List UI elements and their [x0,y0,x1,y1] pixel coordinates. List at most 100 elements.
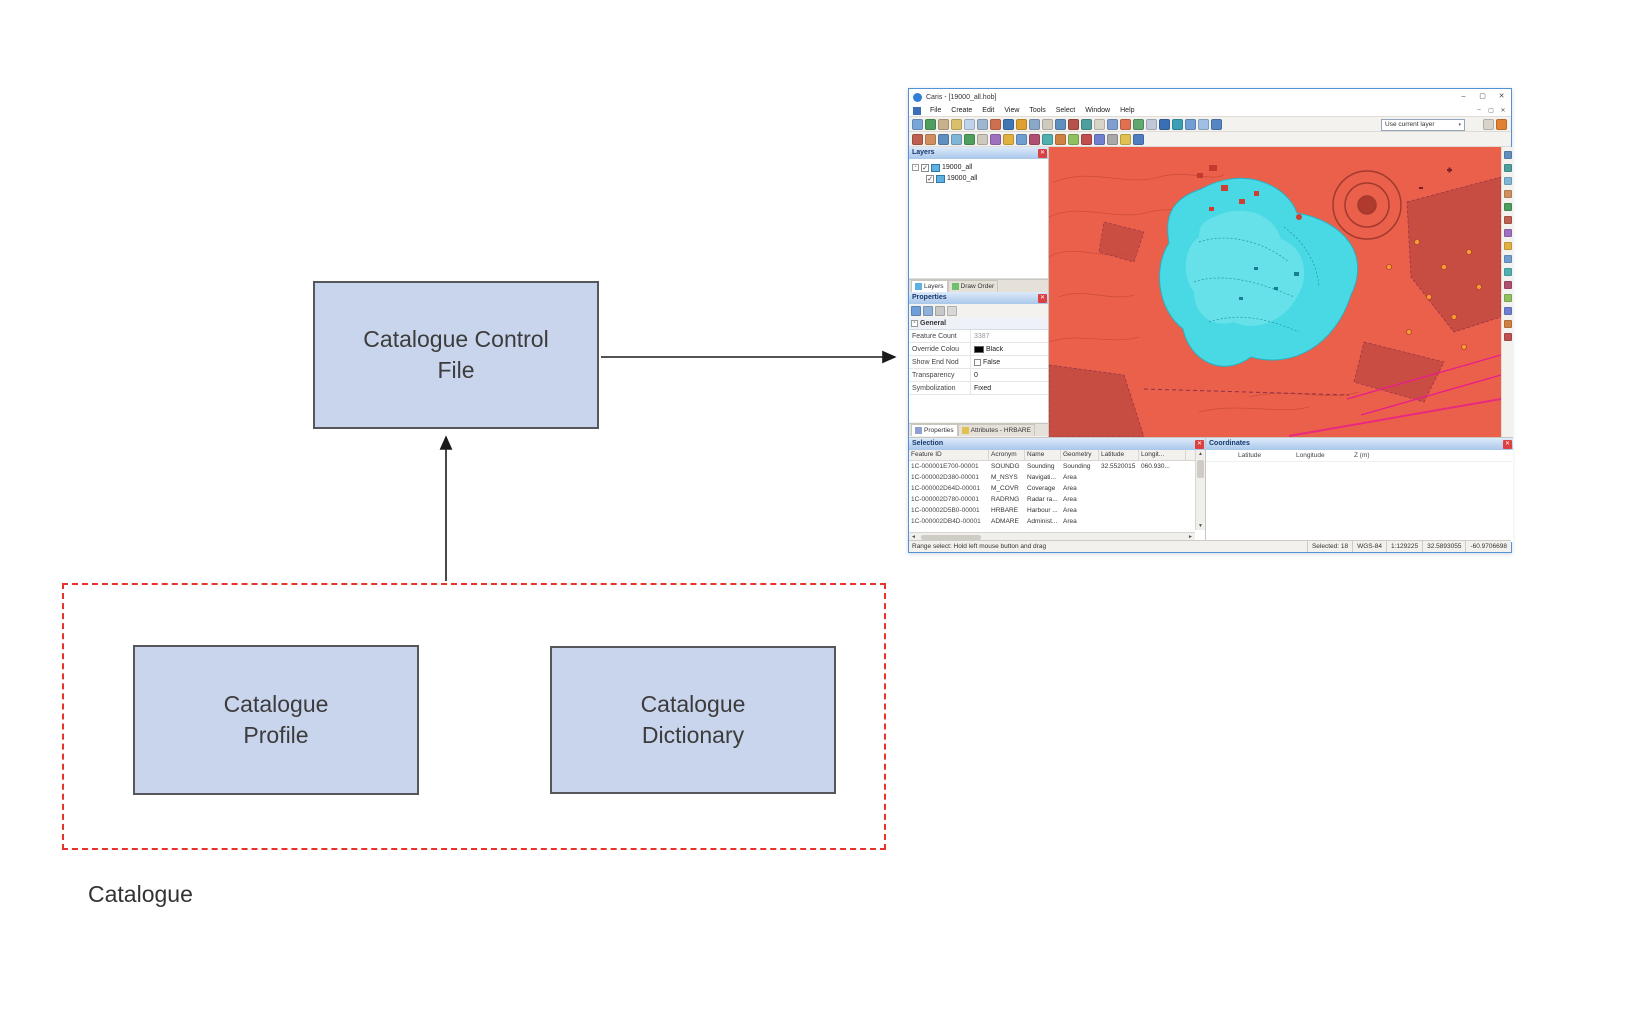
toolbar-icon[interactable] [1503,307,1512,315]
close-panel-icon[interactable]: ✕ [1195,439,1204,449]
toolbar-icon[interactable] [1503,281,1512,289]
table-row[interactable]: 1C-000002DB4D-00001 ADMARE Administ... A… [909,516,1195,527]
toolbar-icon[interactable] [1503,203,1512,211]
scroll-thumb[interactable] [921,535,981,540]
toolbar-icon[interactable] [1133,118,1144,130]
toolbar-icon[interactable] [947,306,957,316]
toolbar-icon[interactable] [1146,118,1157,130]
collapse-icon[interactable]: - [911,320,918,327]
column-header[interactable]: Name [1025,450,1061,460]
column-header[interactable]: Latitude [1099,450,1139,460]
column-header[interactable]: Longit... [1139,450,1186,460]
toolbar-icon[interactable] [912,133,923,145]
tab-properties[interactable]: Properties [911,424,958,436]
toolbar-icon[interactable] [1094,133,1105,145]
table-row[interactable]: 1C-000002D5B0-00001 HRBARE Harbour ... A… [909,505,1195,516]
expander-icon[interactable]: - [912,164,919,171]
toolbar-icon[interactable] [990,118,1001,130]
layer-checkbox[interactable]: ✓ [926,174,934,183]
toolbar-icon[interactable] [964,118,975,130]
toolbar-icon[interactable] [1029,118,1040,130]
column-header[interactable]: Feature ID [909,450,989,460]
table-row[interactable]: 1C-000002D780-00001 RADRNG Radar ra... A… [909,494,1195,505]
toolbar-icon[interactable] [977,118,988,130]
toolbar-icon[interactable] [1003,133,1014,145]
toolbar-icon[interactable] [1503,294,1512,302]
toolbar-icon[interactable] [1068,118,1079,130]
menu-item[interactable]: Window [1085,107,1111,114]
toolbar-icon[interactable] [1503,190,1512,198]
menu-item[interactable]: View [1004,107,1020,114]
property-row[interactable]: Show End Nod False [909,356,1048,369]
toolbar-icon[interactable] [938,133,949,145]
toolbar-icon[interactable] [1029,133,1040,145]
table-row[interactable]: 1C-000001E700-00001 SOUNDG Sounding Soun… [909,461,1195,472]
menu-item[interactable]: Create [951,107,973,114]
menu-item[interactable]: File [930,107,942,114]
close-panel-icon[interactable]: ✕ [1038,148,1047,158]
toolbar-icon[interactable] [1068,133,1079,145]
toolbar-icon[interactable] [925,118,936,130]
toolbar-icon[interactable] [923,306,933,316]
tab-layers[interactable]: Layers [911,280,948,292]
toolbar-icon[interactable] [1120,118,1131,130]
toolbar-icon[interactable] [1503,242,1512,250]
toolbar-icon[interactable] [964,133,975,145]
toolbar-icon[interactable] [1503,255,1512,263]
layer-combo[interactable]: Use current layer ▾ [1381,118,1465,131]
toolbar-icon[interactable] [1120,133,1131,145]
toolbar-icon[interactable] [1503,229,1512,237]
toolbar-icon[interactable] [938,118,949,130]
toolbar-icon[interactable] [1185,118,1196,130]
toolbar-icon[interactable] [1107,133,1118,145]
toolbar-icon[interactable] [1081,133,1092,145]
toolbar-icon[interactable] [1042,118,1053,130]
property-row[interactable]: Symbolization Fixed [909,382,1048,395]
tree-item[interactable]: ✓ 19000_all [909,173,1048,184]
property-row[interactable]: Override Colou Black [909,343,1048,356]
property-row[interactable]: Transparency 0 [909,369,1048,382]
close-panel-icon[interactable]: ✕ [1503,439,1512,449]
toolbar-icon[interactable] [1003,118,1014,130]
scroll-left-icon[interactable]: ◄ [911,534,916,540]
toolbar-icon[interactable] [1503,320,1512,328]
toolbar-icon[interactable] [1016,118,1027,130]
toolbar-icon[interactable] [977,133,988,145]
menu-item[interactable]: Tools [1029,107,1046,114]
mdi-minimize-icon[interactable]: – [1477,107,1481,113]
properties-section-general[interactable]: - General [909,318,1048,330]
scroll-up-icon[interactable]: ▲ [1198,451,1203,457]
scroll-right-icon[interactable]: ► [1188,534,1193,540]
table-row[interactable]: 1C-000002D380-00001 M_NSYS Navigati... A… [909,472,1195,483]
map-view[interactable] [1049,147,1501,437]
toolbar-icon[interactable] [1503,333,1512,341]
layer-checkbox[interactable]: ✓ [921,163,929,172]
toolbar-icon[interactable] [925,133,936,145]
toolbar-icon[interactable] [1094,118,1105,130]
column-header[interactable]: Geometry [1061,450,1099,460]
menu-item[interactable]: Edit [982,107,995,114]
mdi-restore-icon[interactable]: ▢ [1488,108,1494,114]
checkbox-icon[interactable] [974,358,981,366]
menu-item[interactable]: Help [1120,107,1135,114]
tree-item[interactable]: - ✓ 19000_all [909,162,1048,173]
toolbar-icon[interactable] [1503,164,1512,172]
toolbar-icon[interactable] [912,118,923,130]
toolbar-icon[interactable] [935,306,945,316]
toolbar-icon[interactable] [1496,119,1507,130]
table-row[interactable]: 1C-000002D64D-00001 M_COVR Coverage Area [909,483,1195,494]
toolbar-icon[interactable] [1055,133,1066,145]
close-icon[interactable]: ✕ [1498,93,1505,100]
toolbar-icon[interactable] [1483,119,1494,130]
mdi-close-icon[interactable]: ✕ [1500,108,1506,114]
toolbar-icon[interactable] [990,133,1001,145]
toolbar-icon[interactable] [1172,118,1183,130]
toolbar-icon[interactable] [1081,118,1092,130]
horizontal-scrollbar[interactable]: ◄ ► [909,532,1195,542]
property-row[interactable]: Feature Count 3387 [909,330,1048,343]
toolbar-icon[interactable] [1503,151,1512,159]
toolbar-icon[interactable] [1107,118,1118,130]
toolbar-icon[interactable] [1159,118,1170,130]
toolbar-icon[interactable] [1198,118,1209,130]
menu-item[interactable]: Select [1055,107,1076,114]
